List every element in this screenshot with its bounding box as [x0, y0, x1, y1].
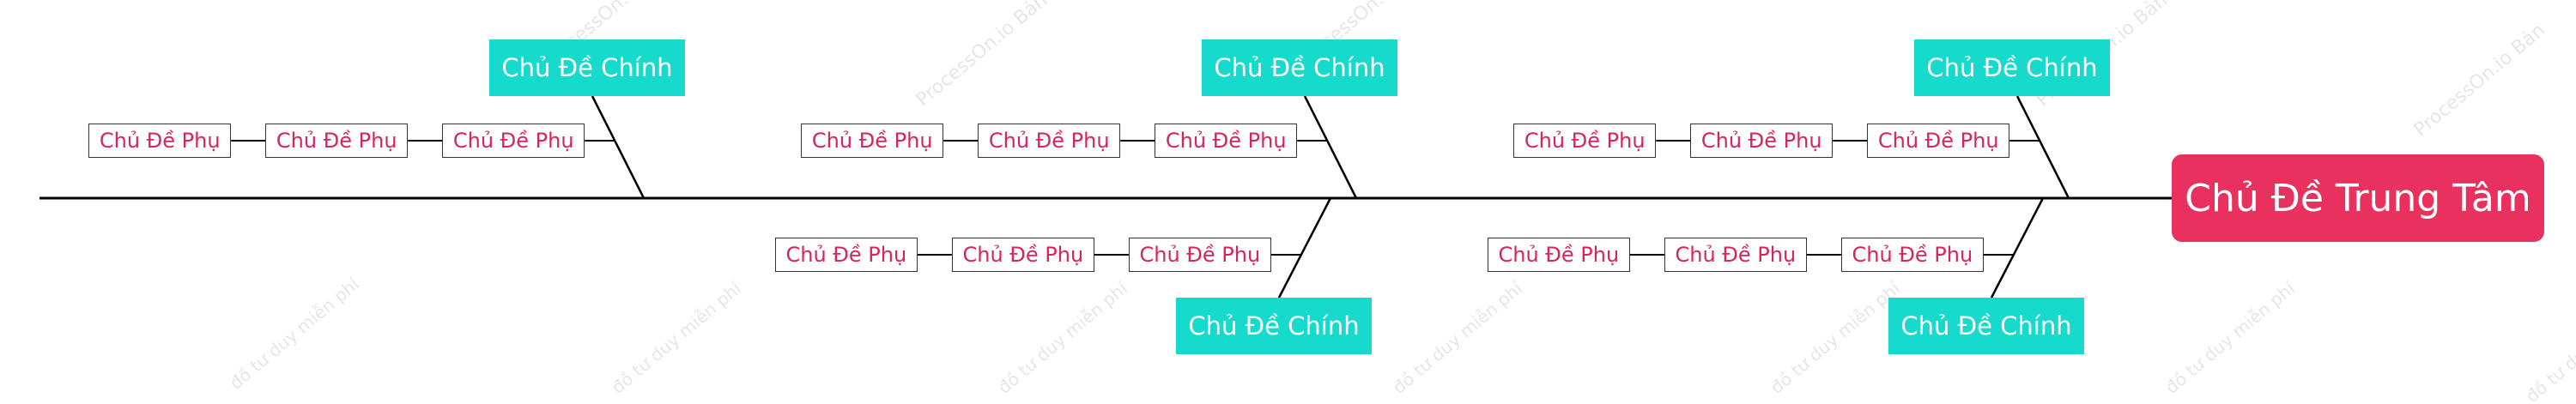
sub-topic[interactable]: Chủ Đề Phụ: [442, 124, 585, 158]
sub-topic[interactable]: Chủ Đề Phụ: [1840, 238, 1984, 272]
sub-topic[interactable]: Chủ Đề Phụ: [1128, 238, 1271, 272]
sub-topic[interactable]: Chủ Đề Phụ: [265, 124, 409, 158]
sub-topic[interactable]: Chủ Đề Phụ: [951, 238, 1094, 272]
sub-topic[interactable]: Chủ Đề Phụ: [88, 124, 232, 158]
sub-topic[interactable]: Chủ Đề Phụ: [774, 238, 918, 272]
sub-topic[interactable]: Chủ Đề Phụ: [801, 124, 944, 158]
main-branch-line: [1303, 95, 1358, 199]
sub-topic[interactable]: Chủ Đề Phụ: [1867, 124, 2010, 158]
main-branch-line: [1990, 197, 2045, 298]
sub-topic[interactable]: Chủ Đề Phụ: [1487, 238, 1630, 272]
main-topic[interactable]: Chủ Đề Chính: [1202, 39, 1397, 96]
main-branch-line: [591, 95, 646, 199]
main-topic[interactable]: Chủ Đề Chính: [1176, 298, 1372, 354]
main-topic[interactable]: Chủ Đề Chính: [489, 39, 685, 96]
sub-topic[interactable]: Chủ Đề Phụ: [978, 124, 1121, 158]
sub-topic[interactable]: Chủ Đề Phụ: [1690, 124, 1834, 158]
main-topic[interactable]: Chủ Đề Chính: [1888, 298, 2084, 354]
main-branch-line: [1277, 197, 1332, 298]
main-branch-line: [2015, 95, 2070, 199]
sub-topic[interactable]: Chủ Đề Phụ: [1664, 238, 1807, 272]
center-topic[interactable]: Chủ Đề Trung Tâm: [2172, 154, 2544, 242]
sub-topic[interactable]: Chủ Đề Phụ: [1155, 124, 1298, 158]
sub-topic[interactable]: Chủ Đề Phụ: [1513, 124, 1657, 158]
main-topic[interactable]: Chủ Đề Chính: [1914, 39, 2110, 96]
